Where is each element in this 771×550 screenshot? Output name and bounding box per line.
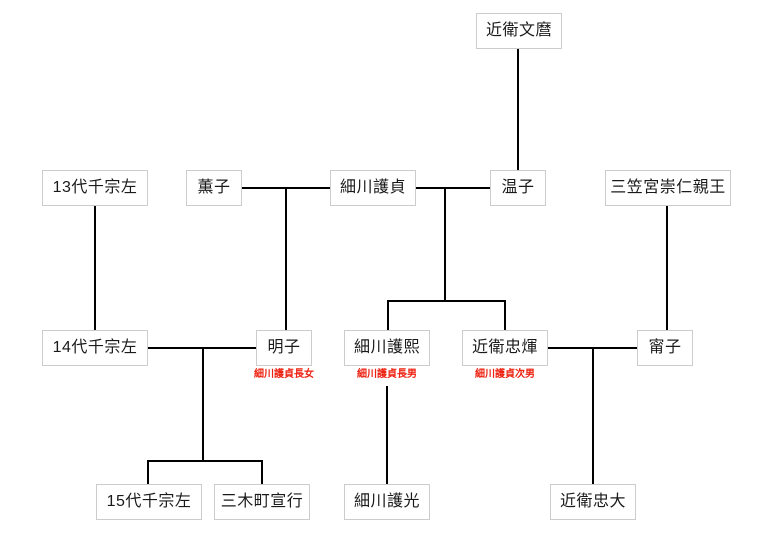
- node-yasuko[interactable]: 甯子: [637, 330, 693, 366]
- node-konoe-tadateru[interactable]: 近衛忠煇: [462, 330, 548, 366]
- node-konoe-tadahiro[interactable]: 近衛忠大: [550, 484, 636, 520]
- node-hosokawa-moritada[interactable]: 細川護貞: [330, 170, 416, 206]
- node-sen-sousa-15[interactable]: 15代千宗左: [96, 484, 202, 520]
- node-kaoruko[interactable]: 薫子: [186, 170, 242, 206]
- node-mikimachi-nobuyuki[interactable]: 三木町宣行: [214, 484, 310, 520]
- node-sen-sousa-13[interactable]: 13代千宗左: [42, 170, 148, 206]
- edge-to-sousa15: [147, 460, 149, 484]
- edge-sousa14-children-bar: [147, 460, 263, 462]
- edge-moritada-children-bar: [387, 300, 506, 302]
- node-onshi[interactable]: 温子: [490, 170, 546, 206]
- note-akiko: 細川護貞長女: [254, 369, 314, 380]
- node-hosokawa-morimitsu[interactable]: 細川護光: [344, 484, 430, 520]
- note-morihiro: 細川護貞長男: [357, 369, 417, 380]
- node-sen-sousa-14[interactable]: 14代千宗左: [42, 330, 148, 366]
- edge-fumimaro-down: [517, 49, 519, 170]
- edge-to-morihiro: [387, 300, 389, 330]
- edge-sousa14-union-down: [202, 347, 204, 461]
- edge-moritada-onshi: [416, 187, 490, 189]
- edge-mikasa-yasuko: [666, 206, 668, 330]
- edge-tadateru-union-down: [592, 347, 594, 484]
- edge-to-tadateru: [504, 300, 506, 330]
- edge-kaoruko-union-down: [285, 187, 287, 330]
- node-hosokawa-morihiro[interactable]: 細川護熙: [344, 330, 430, 366]
- node-akiko[interactable]: 明子: [256, 330, 312, 366]
- edge-morihiro-morimitsu: [386, 386, 388, 484]
- node-mikasanomiya-takahito[interactable]: 三笠宮崇仁親王: [605, 170, 731, 206]
- note-tadateru: 細川護貞次男: [475, 369, 535, 380]
- node-konoe-fumimaro[interactable]: 近衛文麿: [476, 13, 562, 49]
- edge-moritada-union-down: [444, 187, 446, 301]
- edge-to-mikimachi: [261, 460, 263, 484]
- edge-sousa13-sousa14: [94, 206, 96, 330]
